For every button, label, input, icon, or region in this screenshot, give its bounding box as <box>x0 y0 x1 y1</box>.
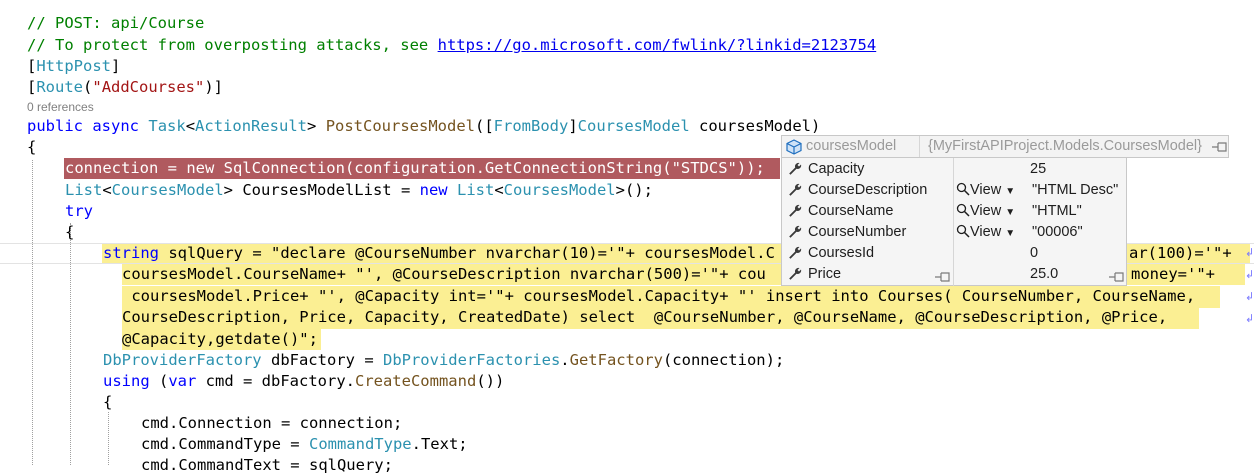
pin-icon[interactable] <box>934 269 952 282</box>
member-value[interactable]: 25 <box>1030 161 1047 177</box>
code-line-sql-3: coursesModel.Price+ "', @Capacity int='"… <box>122 287 1196 305</box>
wrench-icon <box>787 245 803 261</box>
wrench-icon <box>787 182 803 198</box>
datatip-header[interactable]: coursesModel {MyFirstAPIProject.Models.C… <box>781 135 1229 158</box>
magnifier-icon <box>956 203 970 217</box>
code-line-cmd-type: cmd.CommandType = CommandType.Text; <box>141 435 468 453</box>
datatip-row-coursesid[interactable]: CoursesId 0 <box>782 243 1126 264</box>
code-line-sql-5: @Capacity,getdate()"; <box>122 330 318 348</box>
code-line-sql-2: coursesModel.CourseName+ "', @CourseDesc… <box>122 265 766 283</box>
code-line-dbfactory: DbProviderFactory dbFactory = DbProvider… <box>103 351 785 369</box>
wrench-icon <box>787 266 803 282</box>
text-visualizer-button[interactable]: View ▼ <box>956 180 1015 202</box>
chevron-down-icon: ▼ <box>1005 186 1016 197</box>
breakpoint-highlight <box>64 158 780 179</box>
code-line-using: using (var cmd = dbFactory.CreateCommand… <box>103 372 505 390</box>
member-value[interactable]: "HTML" <box>1032 203 1082 219</box>
code-line-list: List<CoursesModel> CoursesModelList = ne… <box>65 181 653 199</box>
member-value[interactable]: "00006" <box>1032 224 1083 240</box>
wrench-icon <box>787 203 803 219</box>
datatip-members: Capacity 25 CourseDescription View ▼ "HT… <box>781 158 1127 286</box>
references-codelens[interactable]: 0 references <box>27 100 94 114</box>
text-visualizer-button[interactable]: View ▼ <box>956 201 1015 223</box>
member-value[interactable]: 25.0 <box>1030 266 1059 282</box>
wrap-glyph: ↲ <box>1245 312 1254 325</box>
code-line-sql-1: string sqlQuery = "declare @CourseNumber… <box>103 244 775 262</box>
indent-guide <box>32 160 33 465</box>
chevron-down-icon: ▼ <box>1005 228 1016 239</box>
fwlink-link[interactable]: https://go.microsoft.com/fwlink/?linkid=… <box>437 36 877 54</box>
member-value[interactable]: "HTML Desc" <box>1032 182 1119 198</box>
datatip-divider <box>919 136 920 157</box>
code-line-2: // To protect from overposting attacks, … <box>27 36 877 54</box>
code-line-sql-4: CourseDescription, Price, Capacity, Crea… <box>122 308 1168 326</box>
magnifier-icon <box>956 182 970 196</box>
datatip-row-coursename[interactable]: CourseName View ▼ "HTML" <box>782 201 1126 222</box>
member-name: Price <box>808 266 842 282</box>
code-line-try: try <box>65 202 93 220</box>
datatip-row-coursenumber[interactable]: CourseNumber View ▼ "00006" <box>782 222 1126 243</box>
wrench-icon <box>787 224 803 240</box>
code-line-signature: public async Task<ActionResult> PostCour… <box>27 117 821 135</box>
indent-guide <box>70 223 71 465</box>
code-line-cmd-connection: cmd.Connection = connection; <box>141 414 403 432</box>
object-icon <box>786 139 802 159</box>
code-line-sql-2-tail: money='"+ <box>1131 265 1215 283</box>
wrap-glyph: ↲ <box>1245 290 1254 303</box>
code-line-1: // POST: api/Course <box>27 14 205 32</box>
text-visualizer-button[interactable]: View ▼ <box>956 222 1015 244</box>
code-line-4: [Route("AddCourses")] <box>27 78 224 96</box>
indent-guide <box>108 412 109 465</box>
code-line-try-brace: { <box>65 223 75 241</box>
code-line-cmd-text: cmd.CommandText = sqlQuery; <box>141 456 393 474</box>
datatip-row-capacity[interactable]: Capacity 25 <box>782 159 1126 180</box>
pin-icon[interactable] <box>1211 141 1229 153</box>
code-line-using-brace: { <box>103 393 113 411</box>
magnifier-icon <box>956 224 970 238</box>
chevron-down-icon: ▼ <box>1005 207 1016 218</box>
wrap-glyph: ↲ <box>1245 268 1254 281</box>
member-name: Capacity <box>808 161 865 177</box>
current-statement-highlight <box>102 243 781 264</box>
pin-icon[interactable] <box>1108 269 1126 282</box>
datatip-row-price[interactable]: Price 25.0 <box>782 264 1126 285</box>
member-name: CourseNumber <box>808 224 907 240</box>
code-line-brace: { <box>27 138 37 156</box>
wrench-icon <box>787 161 803 177</box>
member-name: CourseName <box>808 203 894 219</box>
current-line-marker <box>0 243 1254 264</box>
datatip-type: {MyFirstAPIProject.Models.CoursesModel} <box>928 138 1202 154</box>
wrap-glyph: ↲ <box>1245 246 1254 259</box>
code-line-3: [HttpPost] <box>27 57 121 75</box>
code-line-sql-1-tail: ar(100)='"+ <box>1129 244 1232 262</box>
member-name: CoursesId <box>808 245 875 261</box>
datatip-variable-name: coursesModel <box>806 138 897 154</box>
datatip-row-coursedescription[interactable]: CourseDescription View ▼ "HTML Desc" <box>782 180 1126 201</box>
datatip-column-separator <box>953 158 954 286</box>
member-name: CourseDescription <box>808 182 928 198</box>
member-value[interactable]: 0 <box>1030 245 1039 261</box>
code-line-connection: connection = new SqlConnection(configura… <box>65 159 765 177</box>
